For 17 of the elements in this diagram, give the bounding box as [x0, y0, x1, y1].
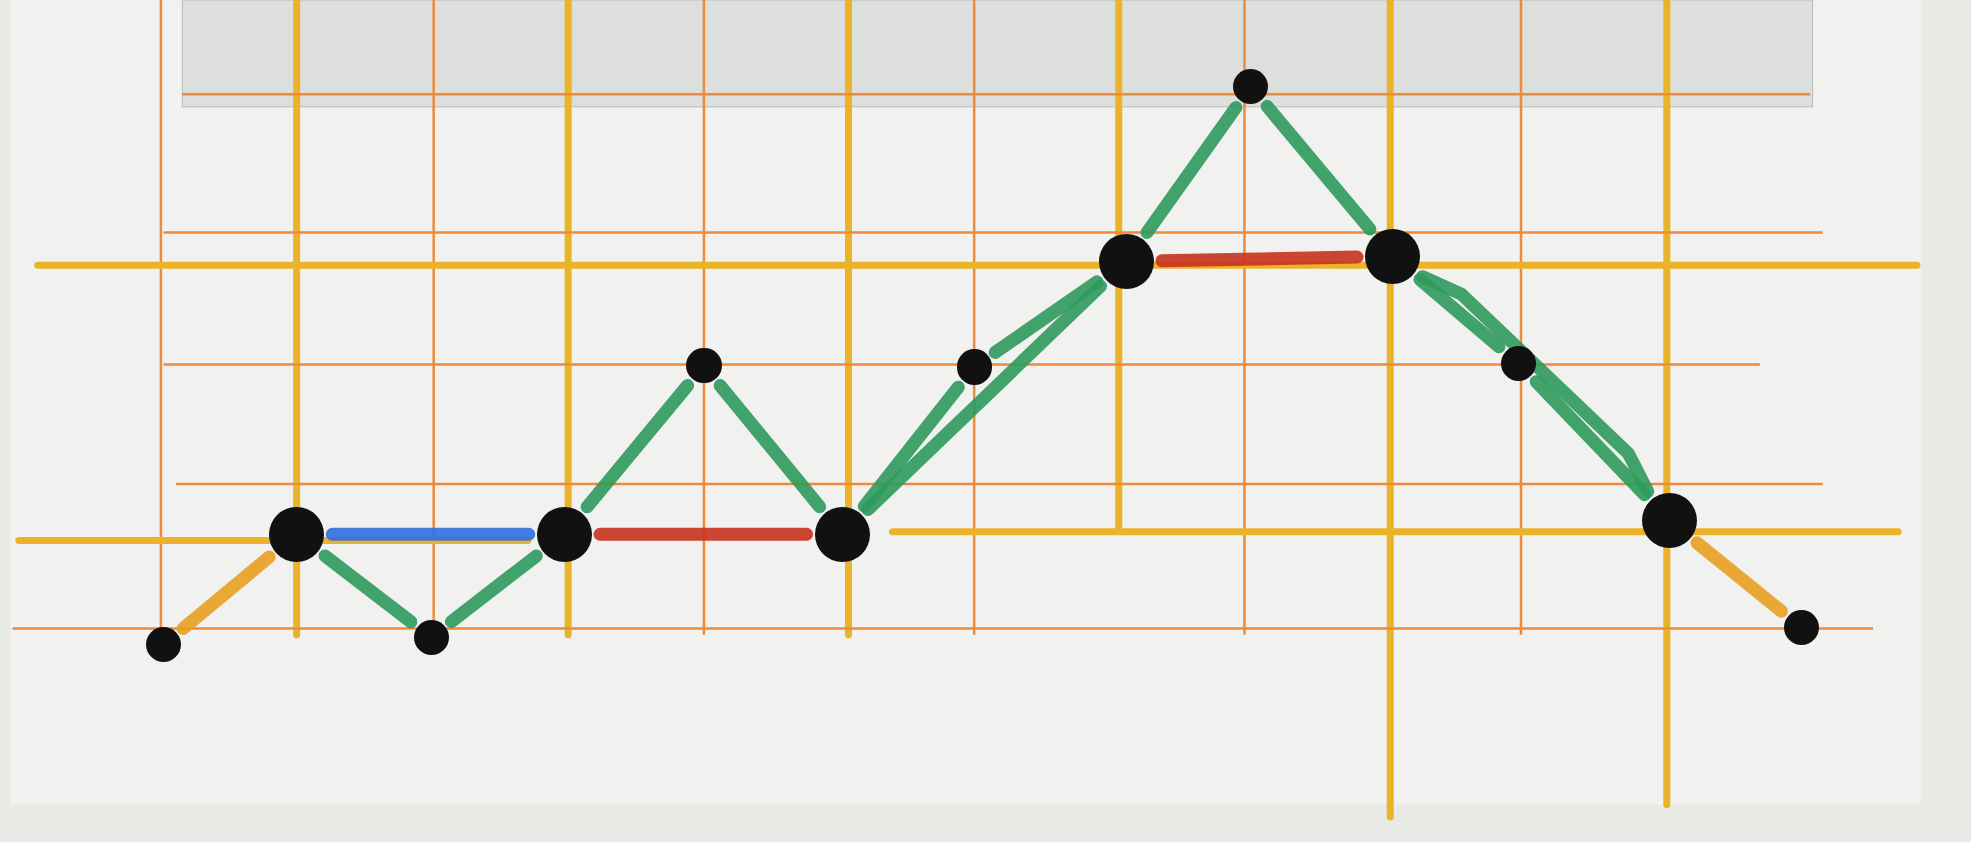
member-line	[325, 527, 536, 541]
member-line	[1155, 250, 1364, 268]
member-line	[713, 379, 827, 514]
member-line	[593, 527, 814, 541]
member-line	[1260, 99, 1377, 236]
member-line	[580, 379, 695, 514]
member-line	[1140, 101, 1243, 239]
member-line	[1690, 536, 1788, 618]
member-line	[444, 549, 543, 629]
member-line	[176, 550, 276, 635]
member-line	[1413, 273, 1506, 354]
member-line	[861, 279, 1108, 517]
member-line	[1416, 270, 1655, 498]
member-line	[988, 275, 1104, 359]
member-line	[318, 549, 418, 629]
member-line	[1529, 375, 1652, 502]
member-line	[857, 380, 965, 513]
